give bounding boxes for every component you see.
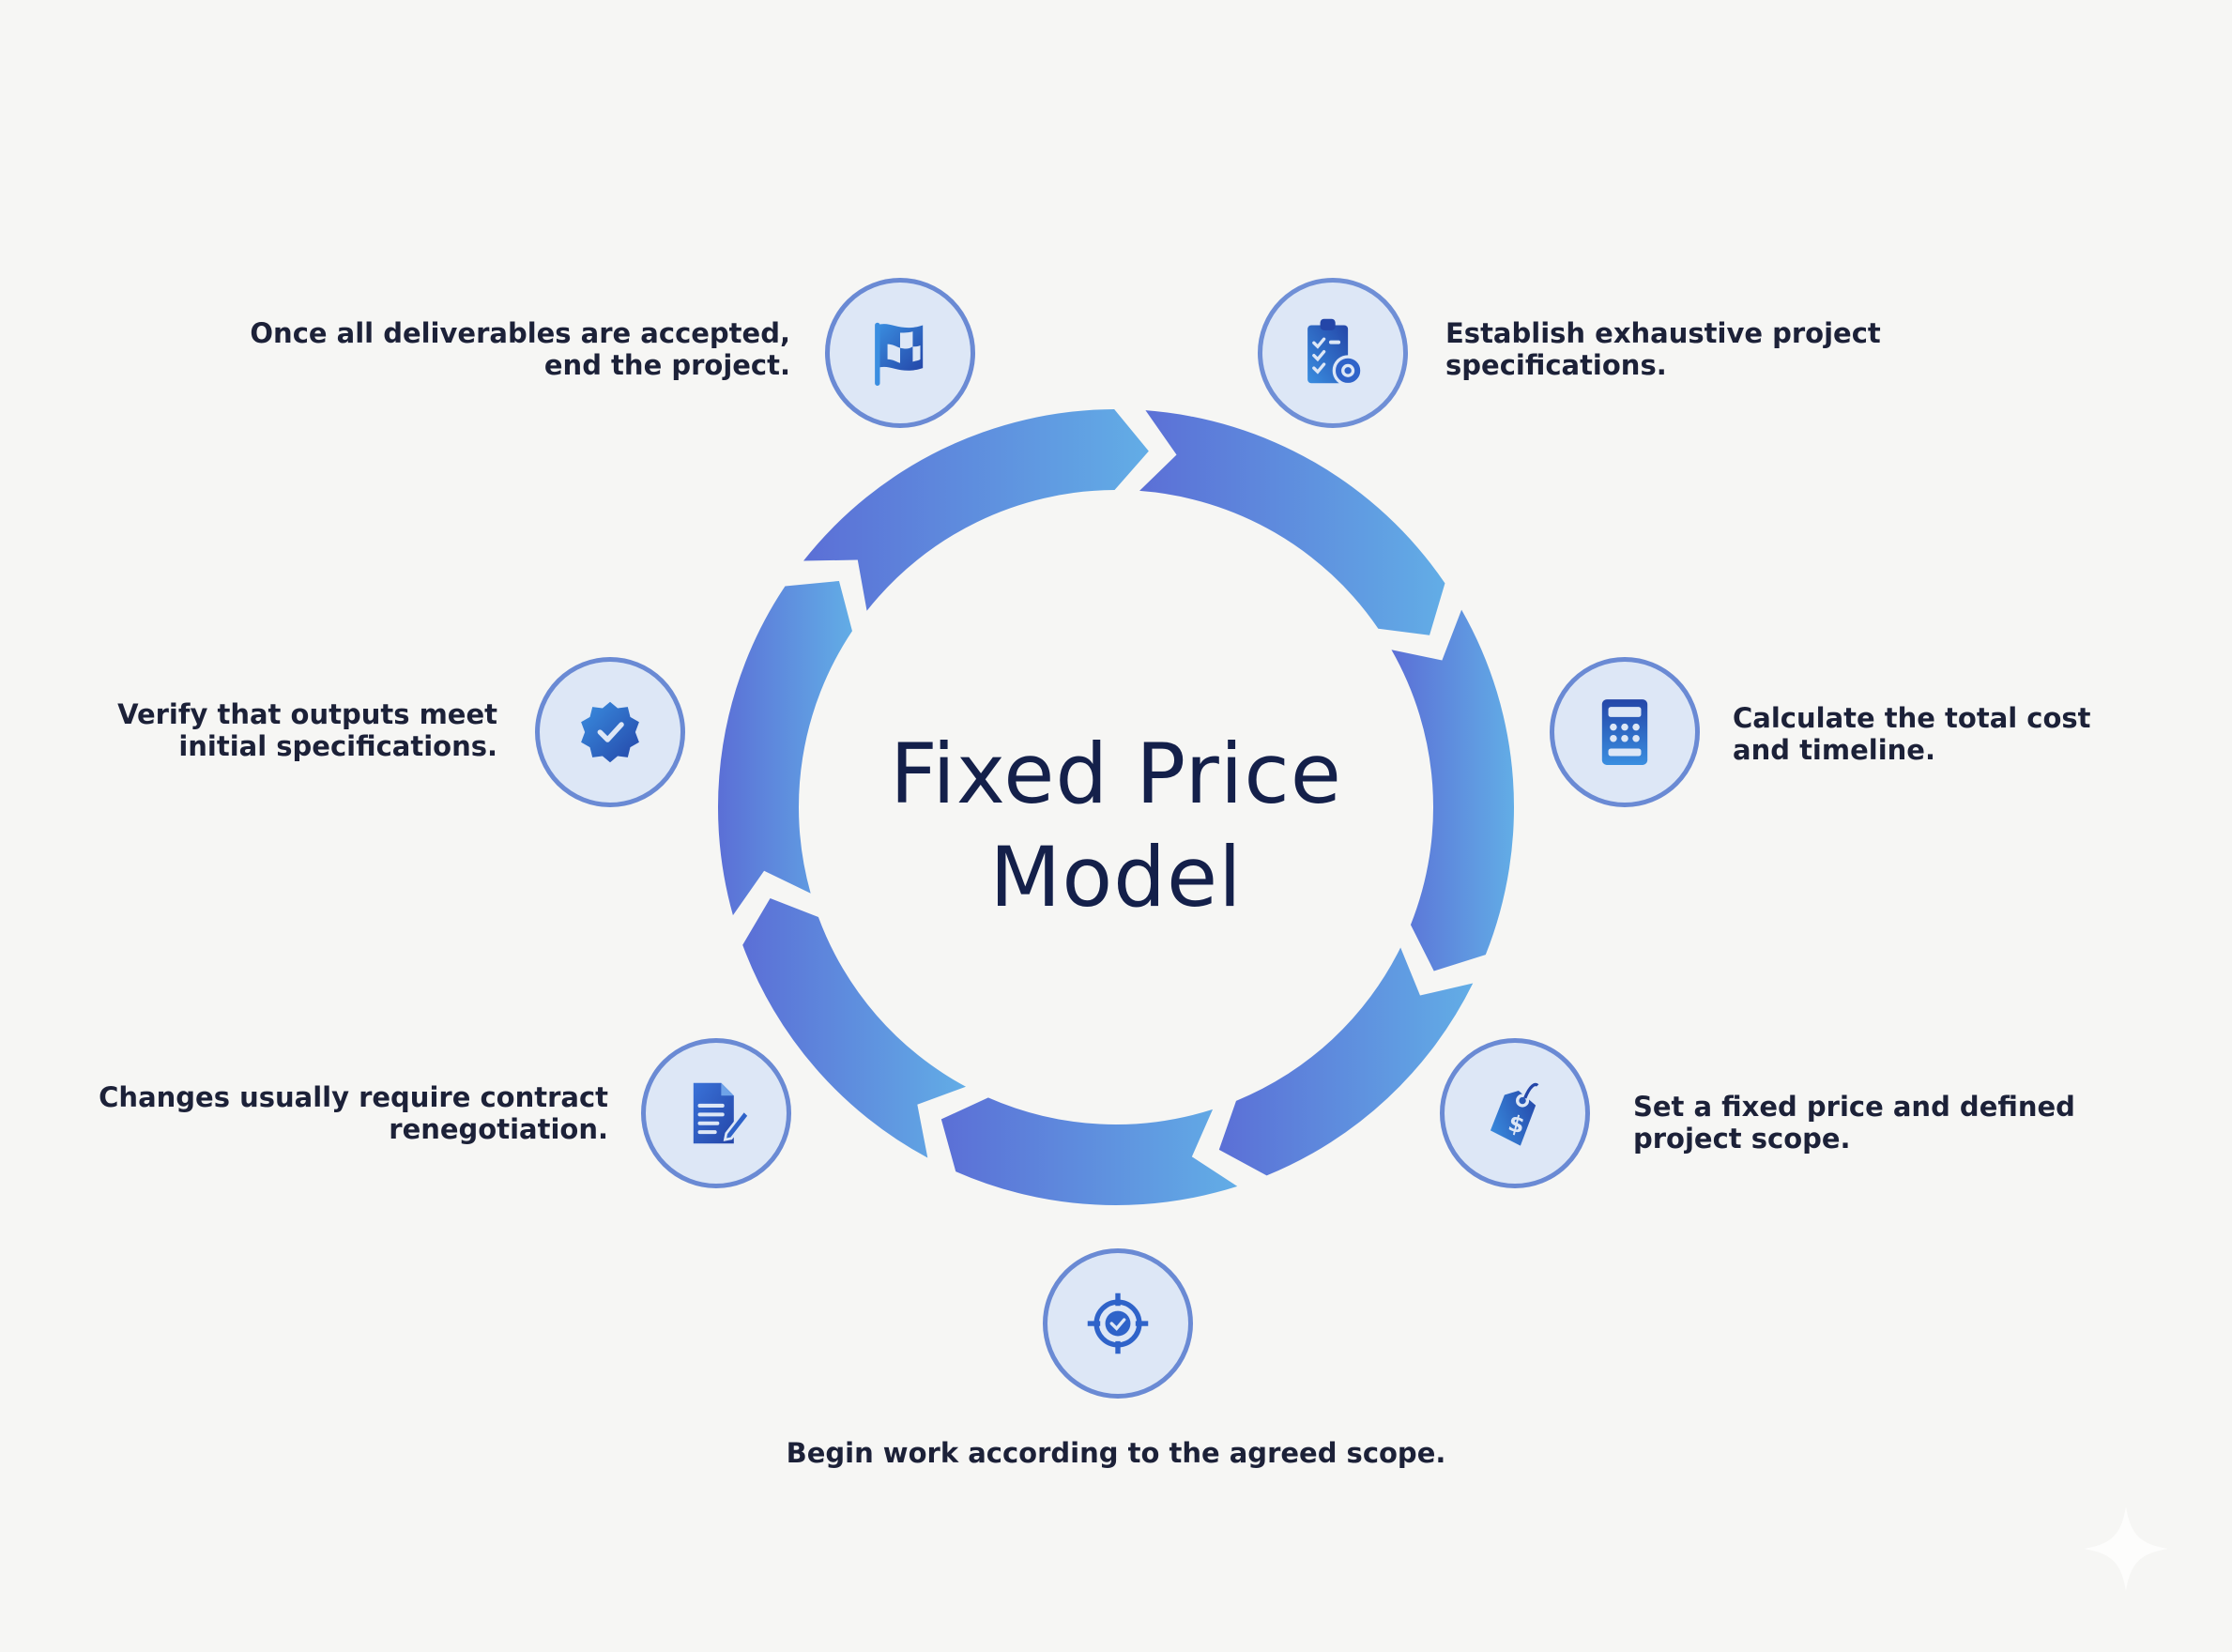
step-label-end-project: Once all deliverables are accepted, end … — [235, 317, 790, 381]
clipboard-gear-icon — [1307, 318, 1364, 387]
step-node-cost — [1550, 657, 1700, 807]
cycle-arrow-segment — [940, 1097, 1238, 1205]
step-node-end-project — [825, 278, 975, 428]
step-label-changes: Changes usually require contract renegot… — [94, 1081, 608, 1145]
label-line: specifications. — [1445, 349, 1667, 381]
document-edit-icon — [693, 1082, 751, 1144]
label-line: project scope. — [1633, 1123, 1851, 1155]
cycle-arrow-segment — [718, 580, 852, 916]
calculator-icon — [1601, 699, 1648, 765]
label-line: renegotiation. — [389, 1113, 608, 1145]
cycle-arrow-segment — [1391, 609, 1515, 971]
svg-text:$: $ — [1506, 1109, 1527, 1139]
step-node-changes — [641, 1038, 791, 1188]
cycle-arrow-segment — [742, 898, 967, 1158]
target-check-icon — [1087, 1293, 1149, 1354]
label-line: Verify that outputs meet — [117, 698, 497, 730]
verified-badge-icon — [581, 701, 639, 763]
diagram-title: Fixed Price Model — [834, 723, 1398, 929]
label-line: and timeline. — [1733, 734, 1935, 766]
label-line: end the project. — [543, 349, 790, 381]
sparkle-watermark-icon — [2084, 1507, 2168, 1591]
step-label-price: Set a fixed price and defined project sc… — [1633, 1091, 2075, 1155]
label-line: Once all deliverables are accepted, — [250, 317, 790, 349]
label-line: Set a fixed price and defined — [1633, 1091, 2075, 1123]
step-node-price: $ — [1440, 1038, 1590, 1188]
title-line-1: Fixed Price — [890, 726, 1342, 822]
step-node-verify — [535, 657, 685, 807]
checkered-flag-icon — [875, 322, 924, 386]
label-line: Changes usually require contract — [99, 1081, 608, 1113]
label-line: initial specifications. — [178, 730, 497, 762]
cycle-arrow-segment — [1218, 947, 1474, 1176]
label-line: Calculate the total cost — [1733, 702, 2091, 734]
label-line: Begin work according to the agreed scope… — [786, 1437, 1446, 1469]
step-node-begin-work — [1043, 1248, 1193, 1399]
step-label-verify: Verify that outputs meet initial specifi… — [94, 698, 497, 762]
step-label-specifications: Establish exhaustive project specificati… — [1445, 317, 1881, 381]
step-label-cost: Calculate the total cost and timeline. — [1733, 702, 2091, 766]
step-label-begin-work: Begin work according to the agreed scope… — [741, 1437, 1491, 1469]
cycle-arrow-segment — [803, 409, 1149, 611]
cycle-arrow-segment — [1139, 410, 1445, 635]
price-tag-icon: $ — [1490, 1082, 1539, 1146]
label-line: Establish exhaustive project — [1445, 317, 1881, 349]
step-node-specifications — [1258, 278, 1408, 428]
title-line-2: Model — [989, 829, 1243, 925]
